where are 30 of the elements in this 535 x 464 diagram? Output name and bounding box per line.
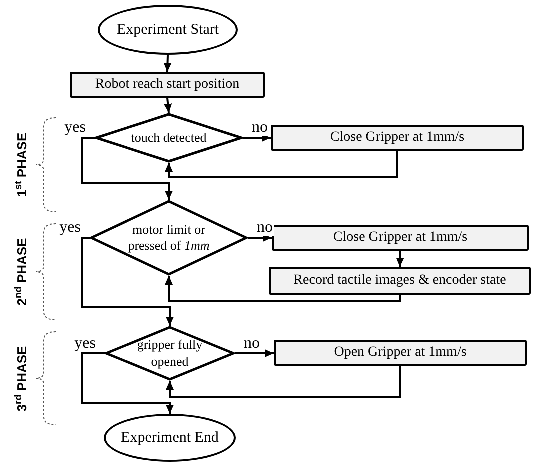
process-box xyxy=(271,125,524,151)
node-text: Robot reach start position xyxy=(95,76,240,94)
node-text: Experiment Start xyxy=(116,20,220,40)
arrow xyxy=(81,137,173,200)
node-text: Open Gripper at 1mm/s xyxy=(334,344,467,362)
node-text: Close Gripper at 1mm/s xyxy=(330,129,465,147)
arrow xyxy=(164,54,172,72)
arrow xyxy=(165,151,398,178)
arrow xyxy=(81,352,174,414)
arrow xyxy=(243,134,271,142)
node-text: motor limit or pressed of 1mm xyxy=(127,222,211,254)
arrow xyxy=(396,250,404,268)
process-box xyxy=(269,267,531,295)
decision-diamond xyxy=(90,200,248,276)
decision-diamond xyxy=(95,113,243,163)
arrow xyxy=(166,366,402,398)
process-box xyxy=(70,72,265,98)
node-text: Close Gripper at 1mm/s xyxy=(333,229,468,247)
node-text: gripper fully opened xyxy=(136,337,204,370)
decision-diamond xyxy=(105,326,235,381)
process-box xyxy=(274,340,527,366)
process-box xyxy=(272,225,529,251)
arrow xyxy=(248,234,272,242)
arrow xyxy=(165,276,401,302)
arrow xyxy=(235,350,274,358)
arrow xyxy=(164,98,172,114)
node-text: Record tactile images & encoder state xyxy=(294,272,506,290)
node-text: touch detected xyxy=(131,130,207,146)
arrow xyxy=(81,237,174,326)
node-text: Experiment End xyxy=(121,428,219,448)
